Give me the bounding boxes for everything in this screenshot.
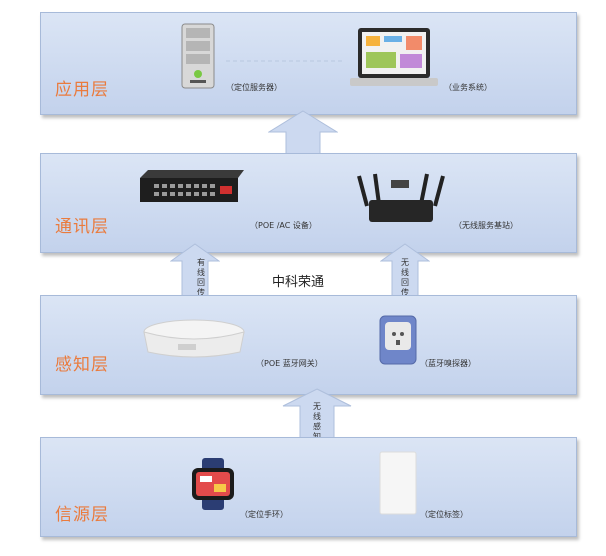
smartwatch-icon	[192, 458, 234, 510]
device-caption: （定位标签）	[420, 510, 468, 519]
device-caption: （POE 蓝牙网关）	[256, 359, 323, 368]
layer-title: 通讯层	[55, 217, 109, 237]
layer-signal-source: 信源层	[40, 437, 577, 537]
laptop-icon	[350, 28, 438, 86]
device-caption: （定位手环）	[240, 510, 288, 519]
ceiling-gateway-icon	[143, 319, 245, 358]
arrow-label-wireless-backhaul: 无线回传	[401, 258, 409, 297]
layer-title: 应用层	[55, 80, 109, 100]
arrow-label-wireless-sensing: 无线感知	[313, 402, 321, 441]
layer-perception: 感知层	[40, 295, 577, 395]
tag-icon	[379, 451, 417, 515]
device-caption: （无线服务基站）	[454, 221, 518, 230]
device-caption: （定位服务器）	[226, 83, 282, 92]
up-arrow-icon	[170, 243, 220, 303]
device-caption: （POE /AC 设备）	[250, 221, 317, 230]
arrow-label-wired-backhaul: 有线回传	[197, 258, 205, 297]
dashed-link-icon	[226, 60, 344, 62]
center-label: 中科荣通	[272, 275, 325, 290]
plug-detector-icon	[379, 315, 417, 365]
layer-title: 信源层	[55, 505, 109, 525]
router-icon	[357, 173, 445, 222]
device-caption: （蓝牙嗅探器）	[420, 359, 476, 368]
layer-application: 应用层	[40, 12, 577, 115]
server-icon	[181, 23, 215, 89]
layer-communication: 通讯层	[40, 153, 577, 253]
up-arrow-icon	[268, 110, 338, 158]
device-caption: （业务系统）	[444, 83, 492, 92]
poe-switch-icon	[140, 170, 244, 202]
layer-title: 感知层	[55, 355, 109, 375]
